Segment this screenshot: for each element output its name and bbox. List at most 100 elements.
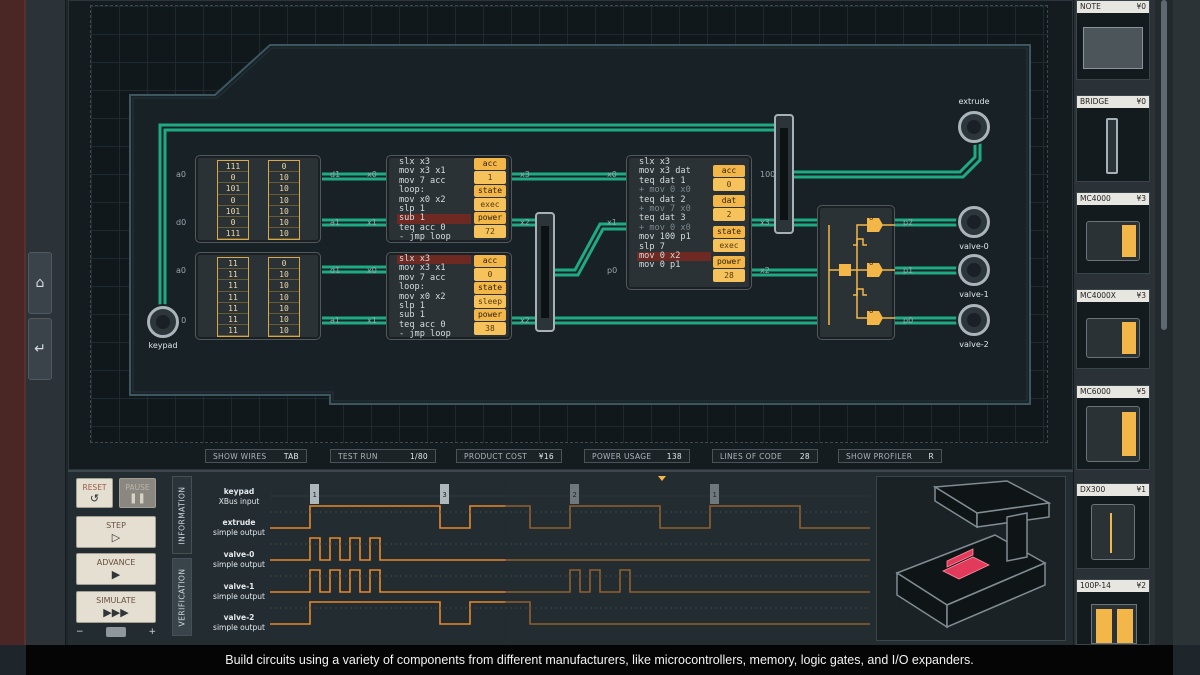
memory-cell: 11 bbox=[218, 325, 248, 337]
code-line[interactable]: slp 1 bbox=[399, 203, 425, 214]
pin-label: x2 bbox=[520, 218, 530, 227]
parts-scrollbar[interactable] bbox=[1155, 0, 1173, 645]
stat-value: ¥16 bbox=[538, 451, 554, 461]
keypad-port[interactable] bbox=[147, 306, 179, 338]
back-button[interactable]: ↵ bbox=[28, 318, 52, 380]
code-line[interactable]: slx x3 bbox=[397, 254, 471, 265]
simulate-button[interactable]: SIMULATE▶▶▶ bbox=[76, 591, 156, 623]
signal-title: valve-2 bbox=[223, 613, 255, 622]
code-line[interactable]: mov 0 p1 bbox=[639, 260, 681, 271]
pin-label: x1 bbox=[607, 218, 617, 227]
memory-icon bbox=[1091, 604, 1137, 644]
code-line[interactable]: loop: bbox=[399, 282, 425, 293]
waveform-extrude bbox=[270, 505, 870, 529]
code-line[interactable]: mov x3 x1 bbox=[399, 263, 446, 274]
pin-label: a1 bbox=[330, 218, 340, 227]
part-note[interactable]: NOTE¥0 bbox=[1076, 0, 1150, 80]
code-line[interactable]: slx x3 bbox=[639, 157, 671, 167]
memory-cell: 11 bbox=[218, 292, 248, 303]
part-name: 100P-14 bbox=[1080, 581, 1111, 590]
product-3d-preview[interactable] bbox=[876, 476, 1066, 641]
product-cost-indicator: PRODUCT COST¥16 bbox=[456, 449, 562, 463]
speed-decrease[interactable]: − bbox=[76, 627, 84, 637]
stat-label: LINES OF CODE bbox=[720, 451, 783, 461]
code-line[interactable]: teq dat 1 bbox=[639, 175, 686, 186]
code-line[interactable]: mov x0 x2 bbox=[399, 291, 446, 302]
code-line[interactable]: + mov 0 x0 bbox=[639, 222, 691, 233]
code-line[interactable]: mov 7 acc bbox=[399, 272, 446, 283]
waveform-valve0 bbox=[270, 537, 870, 561]
step-icon: ▷ bbox=[111, 531, 121, 544]
step-button[interactable]: STEP▷ bbox=[76, 516, 156, 548]
valve-2-port[interactable] bbox=[958, 304, 990, 336]
part-bridge[interactable]: BRIDGE¥0 bbox=[1076, 95, 1150, 182]
code-line[interactable]: mov 0 x2 bbox=[637, 251, 711, 262]
tab-verification[interactable]: VERIFICATION bbox=[172, 558, 192, 636]
speed-increase[interactable]: + bbox=[148, 627, 156, 637]
keypad-marker-label: 2 bbox=[573, 491, 577, 499]
code-line[interactable]: teq dat 3 bbox=[639, 213, 686, 224]
port-label: valve-2 bbox=[959, 340, 989, 349]
code-line[interactable]: mov x0 x2 bbox=[399, 194, 446, 205]
part-price: ¥5 bbox=[1136, 387, 1146, 396]
code-line[interactable]: + mov 7 x0 bbox=[639, 203, 691, 214]
part-100p-14[interactable]: 100P-14 ¥2 bbox=[1076, 579, 1150, 645]
code-line[interactable]: teq dat 2 bbox=[639, 194, 686, 205]
code-line[interactable]: - jmp loop bbox=[399, 232, 451, 243]
memory-chip-1[interactable] bbox=[195, 155, 321, 243]
port-label: valve-0 bbox=[959, 242, 989, 251]
pin-label: x3 bbox=[760, 218, 770, 227]
scrollbar-thumb[interactable] bbox=[1161, 0, 1167, 330]
valve-0-port[interactable] bbox=[958, 206, 990, 238]
part-name: BRIDGE bbox=[1080, 97, 1109, 106]
memory-cell: 10 bbox=[269, 183, 299, 195]
code-line[interactable]: sub 1 bbox=[397, 213, 471, 224]
register-label: state bbox=[474, 185, 506, 197]
waveform-valve2 bbox=[270, 601, 870, 625]
code-line[interactable]: mov x3 dat bbox=[639, 166, 691, 177]
code-line[interactable]: mov 7 acc bbox=[399, 175, 446, 186]
tab-information[interactable]: INFORMATION bbox=[172, 476, 192, 554]
part-mc6000[interactable]: MC6000¥5 bbox=[1076, 385, 1150, 470]
part-name: MC4000 bbox=[1080, 194, 1111, 203]
code-line[interactable]: - jmp loop bbox=[399, 329, 451, 340]
home-button[interactable]: ⌂ bbox=[28, 252, 52, 314]
part-price: ¥2 bbox=[1136, 581, 1146, 590]
extrude-port[interactable] bbox=[958, 111, 990, 143]
reset-button[interactable]: RESET↺ bbox=[76, 478, 113, 508]
code-line[interactable]: sub 1 bbox=[399, 310, 425, 321]
part-dx300[interactable]: DX300¥1 bbox=[1076, 483, 1150, 569]
code-line[interactable]: teq acc 0 bbox=[399, 222, 446, 233]
valve-1-port[interactable] bbox=[958, 254, 990, 286]
part-mc4000x[interactable]: MC4000X¥3 bbox=[1076, 289, 1150, 369]
memory-cell: 11 bbox=[218, 280, 248, 292]
memory-chip-2[interactable] bbox=[195, 252, 321, 340]
pause-button[interactable]: PAUSE❚❚ bbox=[119, 478, 156, 508]
code-line[interactable]: + mov 0 x0 bbox=[639, 185, 691, 196]
microcontroller-3[interactable] bbox=[626, 155, 752, 290]
code-line[interactable]: slp 1 bbox=[399, 300, 425, 311]
speed-slider[interactable]: − + bbox=[76, 626, 156, 638]
register-label: power bbox=[713, 256, 745, 268]
advance-button[interactable]: ADVANCE▶ bbox=[76, 553, 156, 585]
code-line[interactable]: teq acc 0 bbox=[399, 319, 446, 330]
logic-gates bbox=[828, 218, 895, 325]
signal-title: valve-1 bbox=[223, 582, 255, 591]
keypad-marker bbox=[440, 484, 449, 504]
code-line[interactable]: mov 100 p1 bbox=[639, 232, 691, 243]
code-line[interactable]: loop: bbox=[399, 185, 425, 196]
slider-handle[interactable] bbox=[106, 627, 126, 637]
code-line[interactable]: slx x3 bbox=[399, 157, 431, 167]
code-line[interactable]: mov x3 x1 bbox=[399, 166, 446, 177]
part-mc4000[interactable]: MC4000¥3 bbox=[1076, 192, 1150, 274]
code-line[interactable]: slp 7 bbox=[639, 241, 665, 252]
right-rail bbox=[1173, 0, 1200, 645]
pin-label: p2 bbox=[903, 218, 914, 227]
